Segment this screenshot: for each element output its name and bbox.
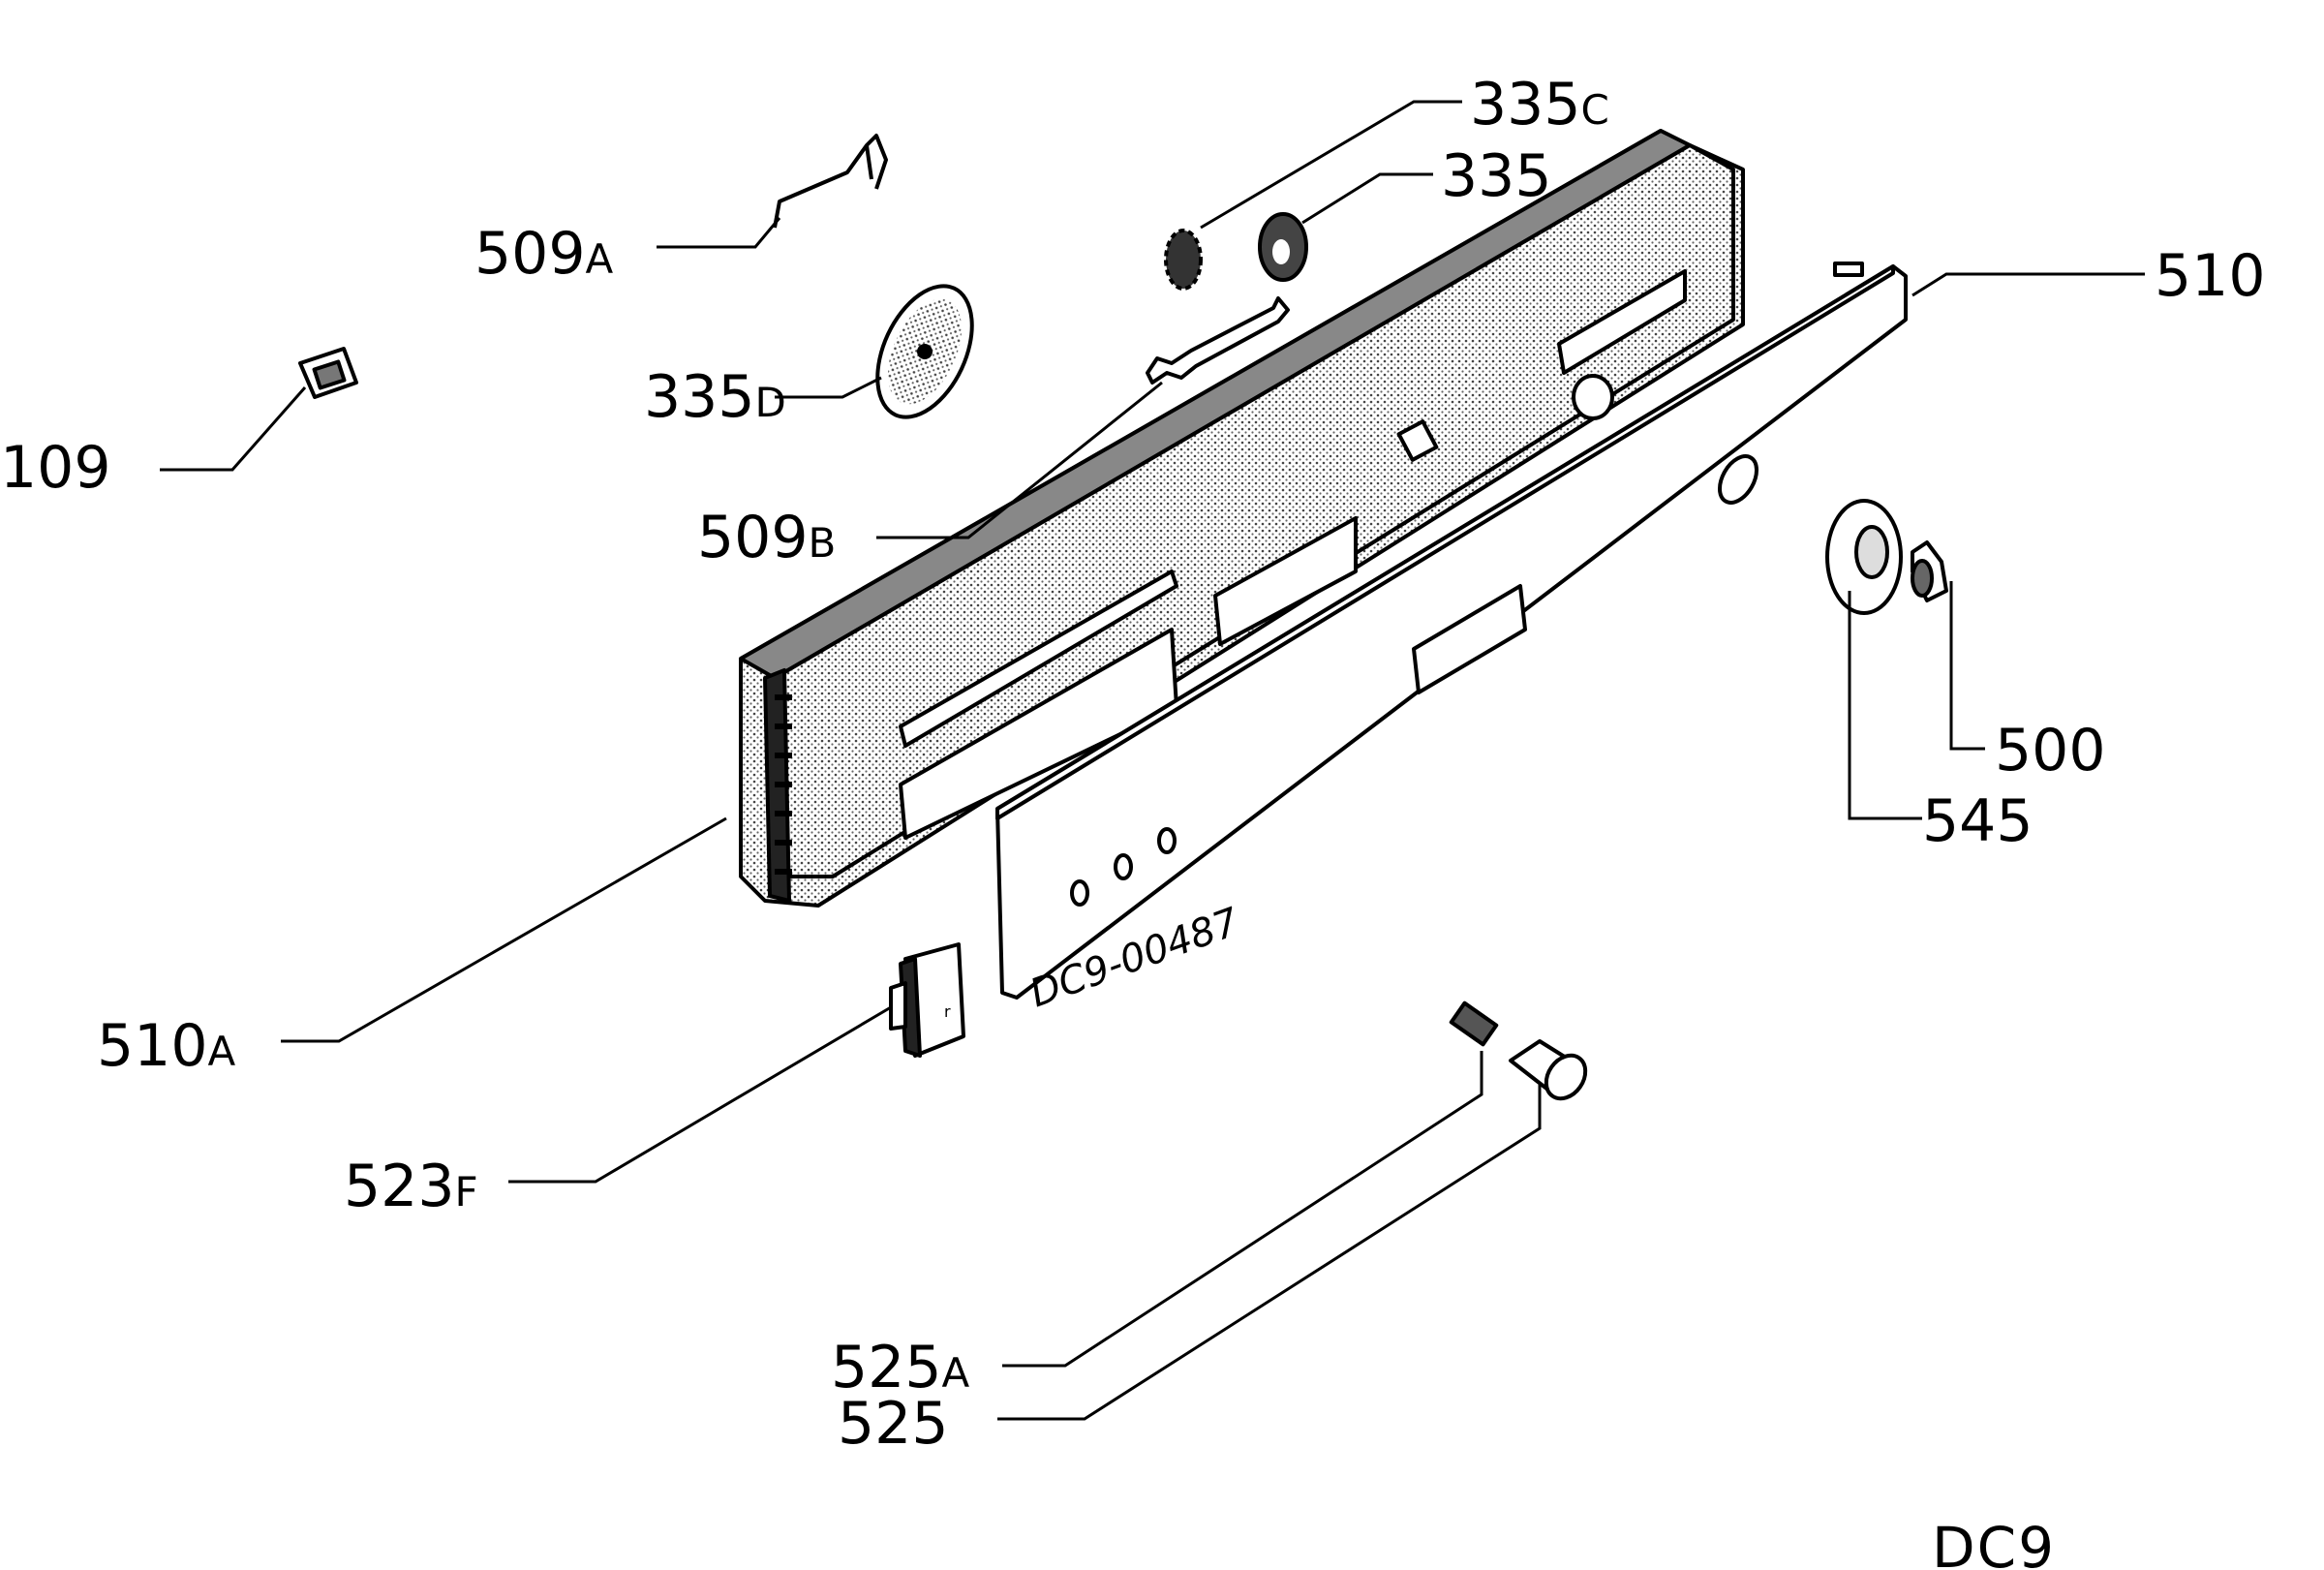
part-523f-switch: r [889,942,965,1058]
leader-lines [160,100,2145,1421]
label-545: 545 [1922,787,2034,855]
part-509b-lever [1146,296,1290,385]
part-525a-spring [1449,1000,1499,1047]
label-335c: 335C [1470,71,1609,139]
svg-text:r: r [944,1002,951,1021]
part-109-clip [298,347,358,399]
label-509a: 509A [474,220,614,288]
label-510: 510 [2155,242,2266,310]
label-109: 109 [0,434,111,502]
control-panel-housing [739,129,1745,908]
label-525: 525 [838,1390,949,1458]
housing-teeth [775,694,792,875]
part-525-button [1509,1039,1588,1101]
label-335d: 335D [644,363,786,431]
label-510a: 510A [97,1012,236,1080]
part-509a-spring [773,134,888,229]
label-523f: 523F [344,1153,478,1220]
label-509b: 509B [697,504,836,571]
label-335: 335 [1441,142,1552,210]
part-500-knob [1911,540,1948,602]
part-labels: 335C 335 509A 510 335D 109 509B 500 545 … [0,71,2266,1458]
part-545-ring [1825,499,1903,615]
part-335d-dial [875,284,974,419]
part-335-washer [1258,212,1308,282]
model-code: DC9 [1932,1515,2056,1570]
label-525a: 525A [831,1334,970,1401]
part-335c-gear [1164,229,1203,291]
label-500: 500 [1995,717,2106,785]
